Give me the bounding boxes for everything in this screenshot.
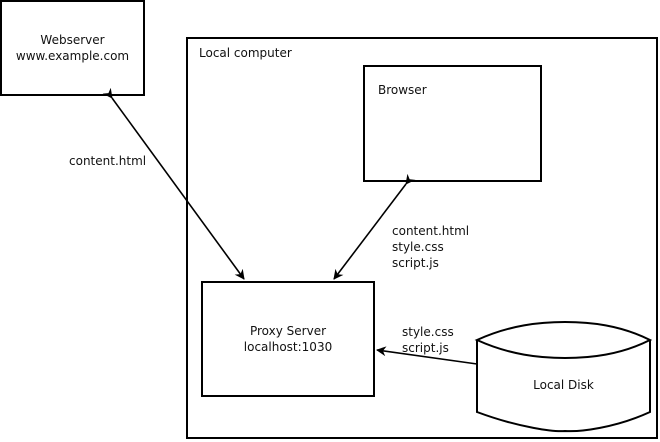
webserver-host: www.example.com	[15, 49, 130, 63]
webserver-node	[0, 0, 145, 96]
browser-node	[363, 65, 542, 182]
browser-proxy-file-2: style.css	[392, 240, 444, 254]
proxy-server-label: Proxy Server localhost:1030	[201, 323, 375, 355]
local-disk-label: Local Disk	[533, 378, 594, 392]
browser-label: Browser	[378, 83, 427, 97]
proxy-server-node	[201, 281, 375, 397]
local-computer-label: Local computer	[199, 46, 292, 60]
edge-label-webserver-proxy: content.html	[69, 154, 147, 168]
browser-proxy-file-3: script.js	[392, 256, 439, 270]
webserver-title: Webserver	[40, 33, 105, 47]
disk-proxy-file-1: style.css	[402, 325, 454, 339]
edge-webserver-proxy	[102, 87, 245, 280]
proxy-server-title: Proxy Server	[249, 324, 327, 338]
webserver-label: Webserver www.example.com	[0, 32, 145, 64]
edge-browser-proxy	[333, 173, 416, 280]
disk-proxy-file-2: script.js	[402, 341, 449, 355]
browser-proxy-file-1: content.html	[392, 224, 470, 238]
edge-label-browser-proxy: content.html style.css script.js	[392, 223, 469, 271]
proxy-server-host: localhost:1030	[243, 340, 333, 354]
edge-disk-proxy	[376, 346, 478, 365]
local-disk-node	[474, 320, 653, 433]
edge-label-disk-proxy: style.css script.js	[402, 324, 454, 356]
